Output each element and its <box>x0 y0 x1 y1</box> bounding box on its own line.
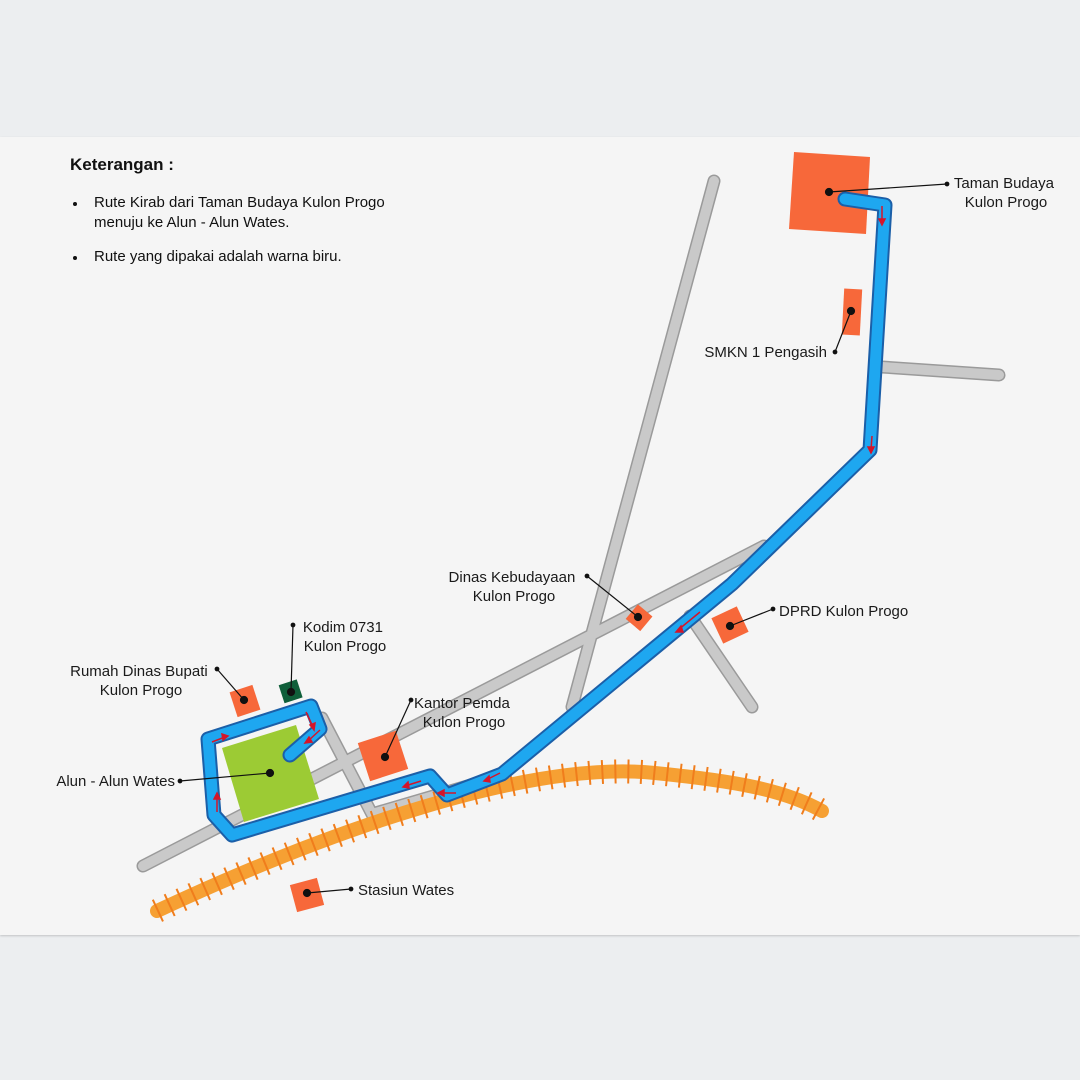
label-taman-budaya: Taman Budaya Kulon Progo <box>954 175 1058 211</box>
arrow-icon <box>674 611 701 633</box>
label-dprd: DPRD Kulon Progo <box>779 603 908 620</box>
arrow-icon <box>211 732 230 743</box>
legend-title: Keterangan : <box>70 155 174 174</box>
legend-item: Rute Kirab dari Taman Budaya Kulon Progo… <box>73 193 428 233</box>
arrow-icon <box>482 772 501 783</box>
arrow-icon <box>303 729 321 744</box>
label-dinas-kebudayaan: Dinas Kebudayaan Kulon Progo <box>449 569 580 605</box>
label-alun-alun: Alun - Alun Wates <box>56 773 175 790</box>
legend-item: Rute yang dipakai adalah warna biru. <box>73 247 428 267</box>
arrow-icon <box>436 788 456 798</box>
railway <box>150 759 829 922</box>
arrow-icon <box>401 780 422 789</box>
label-smkn: SMKN 1 Pengasih <box>704 344 827 361</box>
map-panel <box>0 137 1080 935</box>
legend: Keterangan : Rute Kirab dari Taman Buday… <box>68 155 428 281</box>
arrow-icon <box>305 711 316 732</box>
label-kantor-pemda: Kantor Pemda Kulon Progo <box>414 695 514 731</box>
leader-lines <box>177 181 950 898</box>
direction-arrows <box>211 206 887 812</box>
railway-line <box>150 764 829 918</box>
place-labels: Taman Budaya Kulon Progo SMKN 1 Pengasih… <box>56 175 1058 899</box>
arrow-icon <box>212 791 222 812</box>
legend-list: Rute Kirab dari Taman Budaya Kulon Progo… <box>68 193 428 267</box>
label-kodim: Kodim 0731 Kulon Progo <box>303 619 387 655</box>
label-stasiun: Stasiun Wates <box>358 882 454 899</box>
arrow-icon <box>877 206 887 227</box>
label-rumah-dinas: Rumah Dinas Bupati Kulon Progo <box>70 663 212 699</box>
arrow-icon <box>866 435 876 455</box>
